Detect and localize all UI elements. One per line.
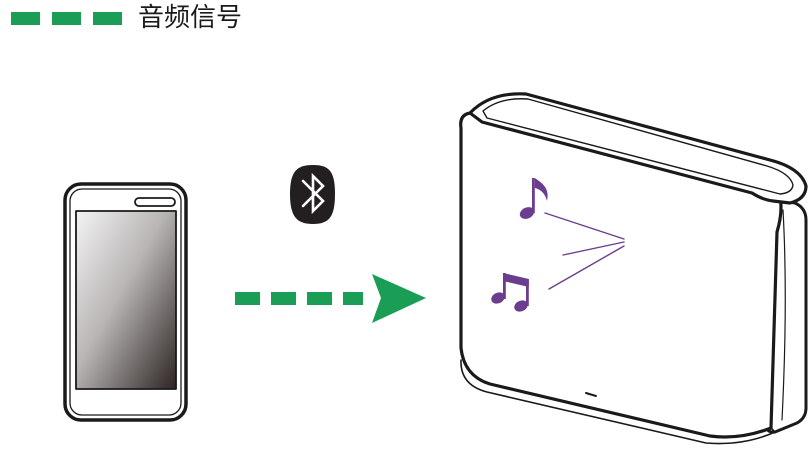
legend: 音频信号 xyxy=(0,0,300,40)
legend-dash-3 xyxy=(93,12,122,25)
audio-signal-arrow xyxy=(235,274,426,323)
music-note-icon-single xyxy=(519,178,548,219)
bluetooth-icon xyxy=(290,165,335,224)
smartphone-icon xyxy=(63,182,188,422)
sound-wave-lines xyxy=(544,212,625,290)
wireless-speaker-icon xyxy=(459,92,808,445)
legend-dash-1 xyxy=(11,12,40,25)
legend-dash-2 xyxy=(52,12,81,25)
music-note-icon-double xyxy=(491,273,529,312)
legend-label: 音频信号 xyxy=(138,3,243,33)
